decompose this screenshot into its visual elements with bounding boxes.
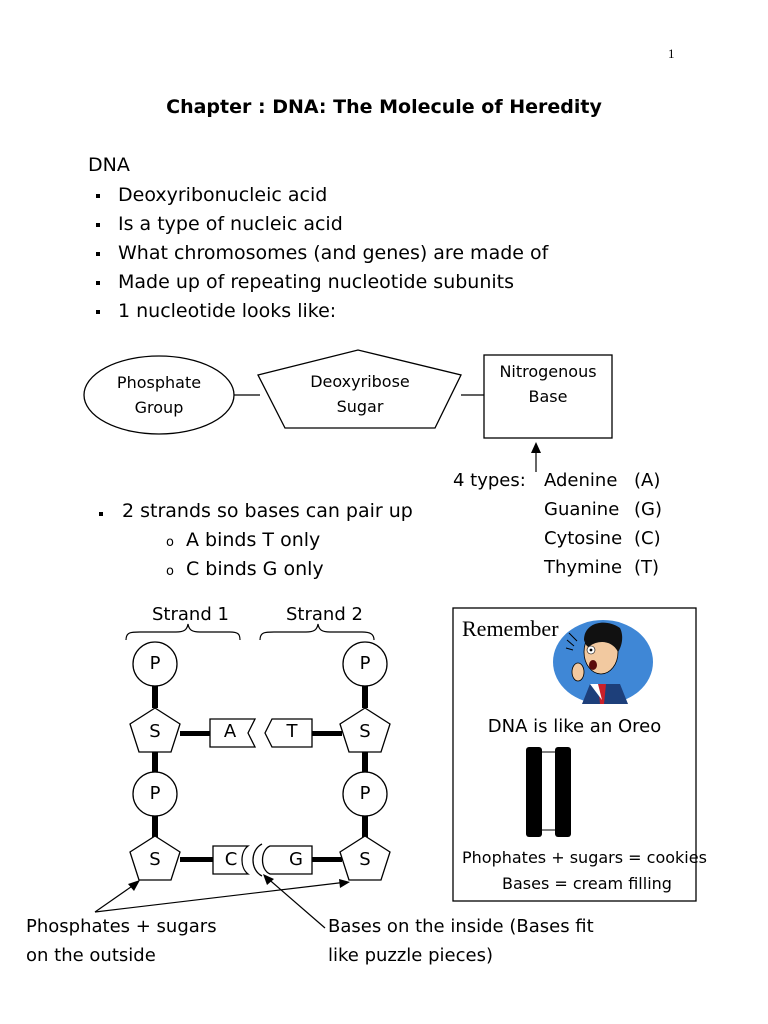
oreo-equation-1: Phophates + sugars = cookies	[462, 848, 707, 867]
oreo-cookie-bar	[555, 747, 571, 837]
oreo-cookie-bar	[526, 747, 542, 837]
base-type-item: Thymine(T)	[544, 557, 660, 578]
sugar-base-bond	[180, 731, 210, 736]
base-a-label: A	[223, 721, 237, 742]
guanine-curve	[252, 843, 263, 877]
sugar-pentagon	[129, 707, 181, 753]
phosphate-circle	[132, 771, 178, 817]
base-t-label: T	[286, 721, 298, 742]
page-number: 1	[668, 46, 675, 61]
sugar-label: Deoxyribose Sugar	[310, 372, 410, 416]
bullet-item: 1 nucleotide looks like:	[88, 297, 548, 326]
sugar-label: S	[149, 721, 161, 742]
bullet-item: Made up of repeating nucleotide subunits	[88, 268, 548, 297]
phosphate-circle	[342, 771, 388, 817]
dna-heading: DNA	[88, 154, 130, 176]
pairing-bullet: 2 strands so bases can pair up	[96, 500, 413, 522]
base-types-list: Adenine(A) Guanine(G) Cytosine(C) Thymin…	[544, 466, 662, 582]
strand1-label: Strand 1	[152, 604, 229, 625]
strand1-brace	[125, 623, 241, 641]
sugar-pentagon	[129, 835, 181, 881]
sugar-label: S	[149, 849, 161, 870]
phosphate-group-label: Phosphate Group	[116, 373, 202, 417]
phosphate-label: P	[149, 653, 161, 674]
guanine-base	[261, 845, 313, 875]
dna-bullet-list: Deoxyribonucleic acid Is a type of nucle…	[88, 181, 548, 326]
sugar-pentagon	[339, 835, 391, 881]
phosphate-circle	[132, 641, 178, 687]
strand2-brace	[259, 623, 375, 641]
strand2-label: Strand 2	[286, 604, 363, 625]
inside-arrow	[264, 875, 326, 929]
inside-caption: Bases on the inside (Bases fit like puzz…	[328, 916, 594, 966]
remember-box	[452, 607, 697, 902]
phosphate-group-ellipse	[83, 355, 235, 435]
thymine-base	[264, 718, 313, 748]
sugar-pentagon	[339, 707, 391, 753]
outside-arrow-head	[128, 880, 140, 891]
inside-arrow-head	[263, 874, 274, 885]
remember-title: Remember	[462, 616, 559, 641]
phosphate-label: P	[359, 783, 371, 804]
sugar-base-bond	[180, 857, 213, 862]
page-title: Chapter : DNA: The Molecule of Heredity	[166, 96, 602, 118]
outside-caption: Phosphates + sugars on the outside	[26, 916, 217, 966]
base-rectangle	[483, 354, 613, 439]
phosphate-label: P	[359, 653, 371, 674]
strand2-bond	[362, 814, 368, 840]
bullet-item: What chromosomes (and genes) are made of	[88, 239, 548, 268]
oreo-equation-2: Bases = cream filling	[502, 874, 672, 893]
base-type-item: Adenine(A)	[544, 470, 661, 491]
cytosine-base	[212, 845, 250, 875]
types-label: 4 types:	[453, 470, 526, 491]
sugar-label: S	[359, 849, 371, 870]
strand2-bond	[362, 750, 368, 774]
strand1-bond	[152, 750, 158, 774]
phosphate-label: P	[149, 783, 161, 804]
base-type-item: Cytosine(C)	[544, 528, 661, 549]
sugar-base-bond	[312, 857, 342, 862]
base-g-label: G	[289, 849, 303, 870]
outside-arrow	[94, 881, 348, 913]
strand2-bond	[362, 684, 368, 708]
base-c-label: C	[224, 849, 238, 870]
types-arrow-head	[531, 442, 541, 453]
sugar-base-bond	[312, 731, 342, 736]
outside-arrow-head	[339, 879, 350, 888]
bullet-item: Deoxyribonucleic acid	[88, 181, 548, 210]
adenine-base	[209, 718, 257, 748]
phosphate-circle	[342, 641, 388, 687]
sugar-label: S	[359, 721, 371, 742]
oreo-statement: DNA is like an Oreo	[487, 716, 662, 737]
base-label: Nitrogenous Base	[499, 362, 597, 406]
surprised-man-clipart	[553, 620, 653, 704]
base-type-item: Guanine(G)	[544, 499, 662, 520]
strand1-bond	[152, 684, 158, 708]
strand1-bond	[152, 814, 158, 840]
sugar-pentagon	[257, 349, 462, 429]
bullet-item: Is a type of nucleic acid	[88, 210, 548, 239]
